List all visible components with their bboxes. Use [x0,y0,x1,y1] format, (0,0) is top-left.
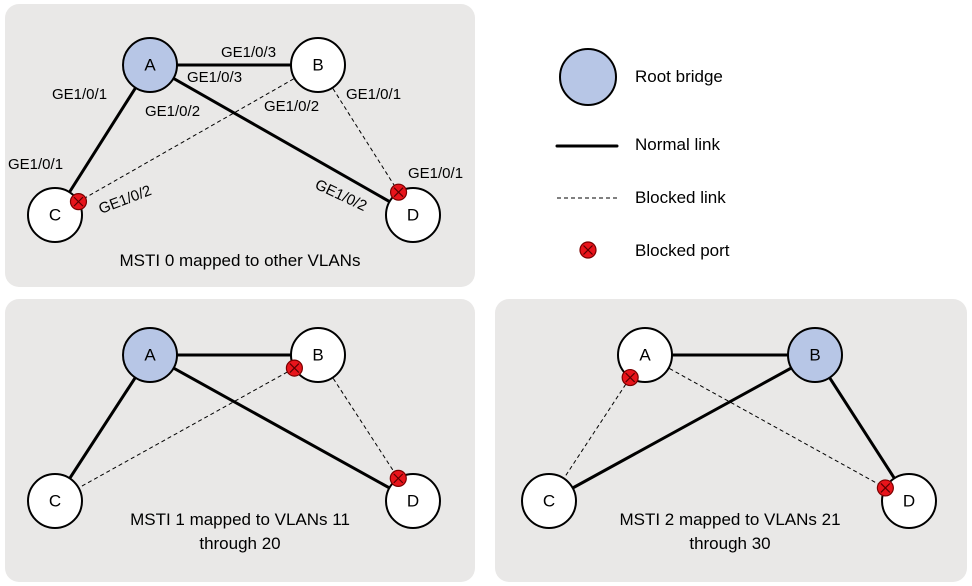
node-c-label: C [543,492,555,511]
panel-msti0-background [5,4,475,287]
node-b [290,37,346,93]
blocked-port-c-toward-b [69,193,88,211]
blocked-port-d-toward-b [389,469,407,487]
link-b-d-blocked [317,354,414,502]
panel-msti0: A B C D MSTI 0 mapped to other VLANs [27,37,441,270]
node-a-label: A [144,56,156,75]
legend-blocked-port-label: Blocked port [635,241,730,260]
node-b-label: B [809,346,820,365]
legend-root-bridge-swatch [559,48,617,106]
panel-msti1: A B C D MSTI 1 mapped to VLANs 11 through 20 [27,327,441,553]
node-c [27,473,83,529]
node-d [385,187,441,243]
legend: Root bridge Normal link Blocked link Blo… [555,48,730,260]
node-a [617,327,673,383]
node-b-label: B [312,56,323,75]
blocked-port-a-toward-c [621,368,639,387]
node-c-label: C [49,492,61,511]
legend-root-bridge-label: Root bridge [635,67,723,86]
link-a-d-normal [148,353,415,503]
link-b-d-normal [813,353,911,503]
caption-line: through 30 [689,534,770,553]
node-a-label: A [639,346,651,365]
blocked-port-d-toward-b [389,183,408,201]
panel-caption: MSTI 0 mapped to other VLANs [120,251,361,270]
node-d [881,473,937,529]
legend-normal-link-label: Normal link [635,135,721,154]
node-b [290,327,346,383]
legend-blocked-port-icon [579,241,597,259]
node-b-root-bridge [787,327,843,383]
port-label-a-to-d: GE1/0/2 [145,103,200,120]
node-c [27,187,83,243]
node-a-root-bridge [122,327,178,383]
port-label-c-to-a: GE1/0/1 [8,156,63,173]
node-b-label: B [312,346,323,365]
link-b-c-blocked [54,354,319,502]
panel-caption: MSTI 1 mapped to VLANs 11 through 20 [130,510,350,553]
port-label-d-to-b: GE1/0/1 [408,165,463,182]
blocked-port-d-toward-a [876,479,894,497]
link-a-d-blocked [644,354,910,502]
link-b-c-normal [547,353,817,503]
caption-line: MSTI 2 mapped to VLANs 21 [619,510,840,529]
caption-line: MSTI 0 mapped to other VLANs [120,251,361,270]
node-a-root-bridge [122,37,178,93]
node-c [521,473,577,529]
node-a-label: A [144,346,156,365]
panel-msti1-background [5,299,475,582]
panel-caption: MSTI 2 mapped to VLANs 21 through 30 [619,510,840,553]
link-a-c-normal [53,63,152,217]
node-d [385,473,441,529]
node-c-label: C [49,206,61,225]
link-a-d-normal [148,63,415,217]
caption-line: through 20 [199,534,280,553]
node-d-label: D [407,492,419,511]
port-label-b-to-a: GE1/0/3 [221,44,276,61]
port-label-b-to-c: GE1/0/2 [264,98,319,115]
panel-msti2: A B C D MSTI 2 mapped to VLANs 21 through 30 [521,327,937,553]
blocked-port-b-toward-c [285,359,303,377]
port-label-a-to-c: GE1/0/1 [52,86,107,103]
link-b-c-blocked [54,64,319,216]
panel-msti2-background [495,299,967,582]
port-label-b-to-d: GE1/0/1 [346,86,401,103]
node-d-label: D [407,206,419,225]
caption-line: MSTI 1 mapped to VLANs 11 [130,510,350,529]
link-a-c-normal [53,353,152,503]
node-d-label: D [903,492,915,511]
legend-blocked-link-label: Blocked link [635,188,726,207]
port-label-a-to-b: GE1/0/3 [187,69,242,86]
